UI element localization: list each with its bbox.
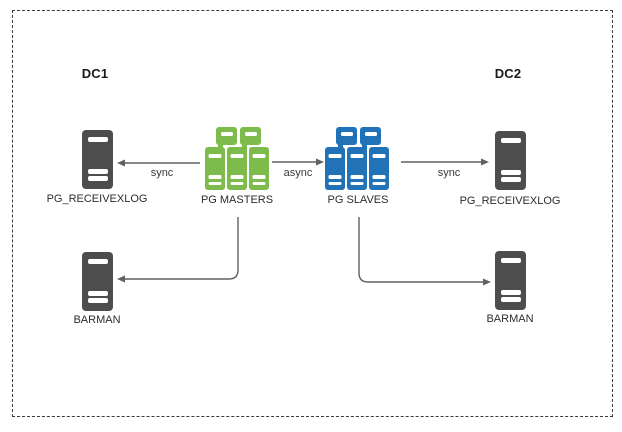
server-slot [500,258,521,263]
server-tail [338,142,343,150]
node-label-pg-receivexlog-dc2: PG_RECEIVEXLOG [459,195,561,207]
server-cluster-icon-pg-masters [205,127,270,190]
server-slot [350,154,364,158]
server-slot [372,175,386,179]
edge-label-sync-dc1: sync [132,167,192,179]
server-slot [230,181,244,185]
server-slot [87,176,108,181]
server-slot [350,175,364,179]
dc2-zone-label: DC2 [494,66,522,81]
edge-slaves-to-receivexlog-dc2 [401,158,489,166]
node-label-barman-dc2: BARMAN [486,313,534,325]
server-slot [208,154,222,158]
server-slot [244,132,257,136]
server-slot [372,181,386,185]
diagram-dashed-border [12,10,613,417]
node-label-pg-slaves: PG SLAVES [327,194,389,206]
server-slot [220,132,233,136]
server-slot [500,138,521,143]
server-unit [336,127,357,150]
server-slot [364,132,377,136]
server-cluster-icon-pg-slaves [325,127,390,190]
server-unit [325,147,345,190]
server-slot [252,181,266,185]
server-slot [328,175,342,179]
server-tower-icon-barman-dc2 [495,251,526,310]
server-slot [230,175,244,179]
server-tail [242,142,247,150]
server-slot [252,175,266,179]
server-slot [350,181,364,185]
edge-label-async: async [268,167,328,179]
edge-masters-to-receivexlog-dc1 [117,159,200,167]
server-unit [369,147,389,190]
node-label-barman-dc1: BARMAN [73,314,121,326]
node-label-pg-masters: PG MASTERS [200,194,274,206]
server-tail [362,142,367,150]
server-slot [87,259,108,264]
server-tower-icon-pg-receivexlog-dc1 [82,130,113,189]
server-slot [328,154,342,158]
edge-masters-to-slaves [272,158,324,166]
server-tower-icon-pg-receivexlog-dc2 [495,131,526,190]
server-slot [340,132,353,136]
server-unit [205,147,225,190]
server-unit [240,127,261,150]
server-slot [87,298,108,303]
edge-slaves-to-barman-dc2 [358,217,491,286]
server-slot [208,181,222,185]
server-slot [87,137,108,142]
server-unit [216,127,237,150]
server-slot [372,154,386,158]
server-tower-icon-barman-dc1 [82,252,113,311]
server-slot [500,177,521,182]
server-slot [230,154,244,158]
server-slot [87,291,108,296]
server-unit [249,147,269,190]
dc1-zone-label: DC1 [81,66,109,81]
server-slot [500,290,521,295]
server-tail [218,142,223,150]
server-unit [227,147,247,190]
edge-label-sync-dc2: sync [419,167,479,179]
edge-masters-to-barman-dc1 [117,217,239,283]
server-slot [252,154,266,158]
server-slot [500,297,521,302]
server-unit [360,127,381,150]
node-label-pg-receivexlog-dc1: PG_RECEIVEXLOG [46,193,148,205]
server-slot [208,175,222,179]
server-slot [328,181,342,185]
server-slot [500,170,521,175]
server-unit [347,147,367,190]
server-slot [87,169,108,174]
